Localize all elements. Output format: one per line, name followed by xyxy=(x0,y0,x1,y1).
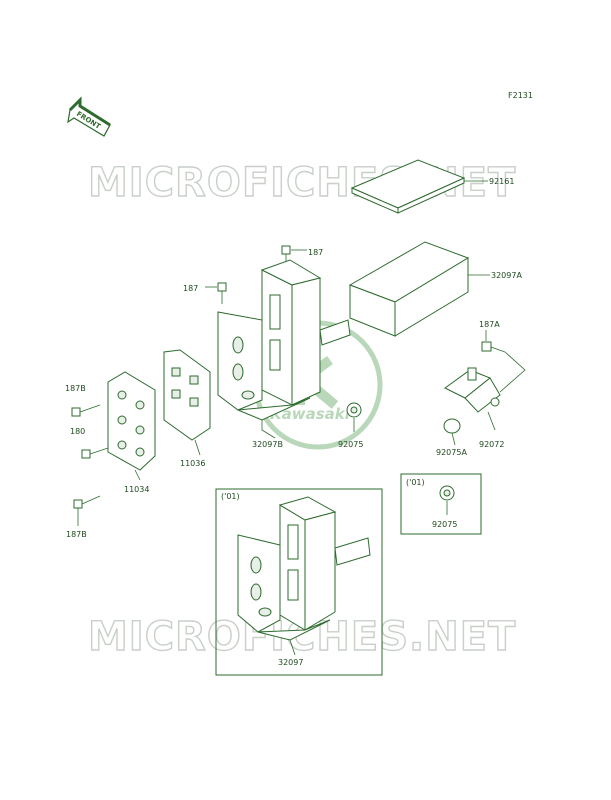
label-11036: 11036 xyxy=(180,459,205,468)
inset-box-small xyxy=(400,473,482,535)
bolt-187A xyxy=(481,330,526,393)
part-92161-pad xyxy=(350,159,488,214)
part-92075A-cap xyxy=(443,418,461,446)
label-92075-a: 92075 xyxy=(338,440,363,449)
label-187B-upper: 187B xyxy=(65,384,86,393)
label-187-top: 187 xyxy=(308,248,323,257)
label-92075-b: 92075 xyxy=(432,520,457,529)
part-92072-bracket xyxy=(444,367,501,431)
label-32097B: 32097B xyxy=(252,440,283,449)
part-32097A-tray xyxy=(348,241,490,337)
label-180: 180 xyxy=(70,427,85,436)
inset-label-small: ('01) xyxy=(406,478,425,487)
label-11034: 11034 xyxy=(124,485,149,494)
inset-label-main: ('01) xyxy=(221,492,240,501)
label-32097: 32097 xyxy=(278,658,303,667)
part-32097B-bracket xyxy=(217,259,351,439)
screw-180 xyxy=(81,447,109,459)
label-32097A: 32097A xyxy=(491,271,522,280)
label-187-left: 187 xyxy=(183,284,198,293)
front-arrow-icon: FRONT xyxy=(67,96,111,137)
part-92075-grommet-inset xyxy=(439,485,455,515)
label-187A: 187A xyxy=(479,320,500,329)
logo-text: Kawasaki xyxy=(270,405,351,423)
part-11034-plate xyxy=(107,371,156,481)
bolt-187-left xyxy=(205,282,227,304)
figure-code: F2131 xyxy=(508,91,533,100)
label-92161: 92161 xyxy=(489,177,514,186)
label-92075A: 92075A xyxy=(436,448,467,457)
part-11036-plate xyxy=(163,349,211,456)
part-92075-grommet xyxy=(346,402,362,432)
inset-box-main xyxy=(215,488,383,676)
part-32097-bracket xyxy=(237,496,371,656)
label-187B-lower: 187B xyxy=(66,530,87,539)
label-92072: 92072 xyxy=(479,440,504,449)
screw-187B-lower xyxy=(73,495,101,526)
screw-187B-upper xyxy=(71,404,101,417)
